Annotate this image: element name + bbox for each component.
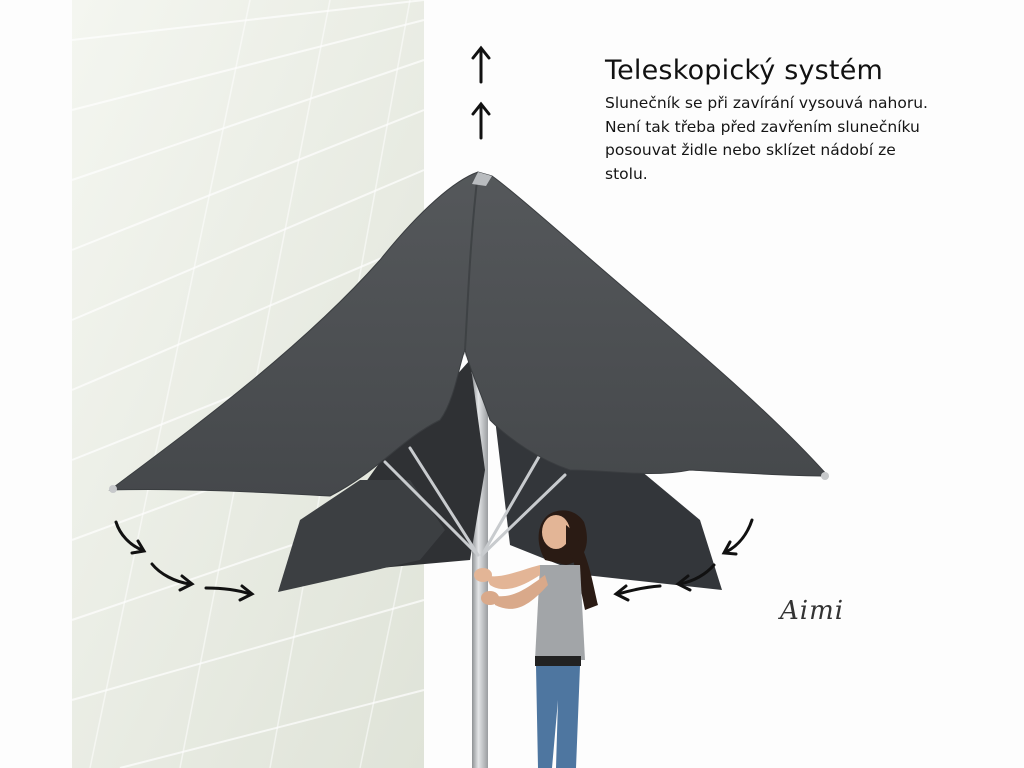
curved-arrow-icon bbox=[613, 584, 662, 602]
canopy-tip-left bbox=[109, 485, 117, 493]
caption-line: stolu. bbox=[605, 164, 648, 183]
curved-arrow-icon bbox=[114, 520, 147, 555]
up-arrow-icon bbox=[471, 45, 491, 84]
curved-arrow-icon bbox=[204, 584, 255, 602]
pole-lower bbox=[472, 560, 488, 768]
curved-arrow-icon bbox=[721, 518, 754, 556]
caption-line: posouvat židle nebo sklízet nádobí ze bbox=[605, 141, 896, 159]
canopy-top-cap bbox=[472, 172, 492, 186]
canopy-tip-right bbox=[821, 472, 829, 480]
caption-description: Slunečník se při zavírání vysouvá nahoru… bbox=[605, 92, 965, 186]
woman-figure bbox=[485, 510, 598, 768]
woman-hands bbox=[474, 568, 499, 605]
brand-signature: Aimi bbox=[780, 596, 845, 626]
up-arrow-icon bbox=[471, 101, 491, 140]
canopy-fold-line bbox=[464, 171, 479, 351]
caption-line: Není tak třeba před zavřením slunečníku bbox=[605, 117, 920, 136]
umbrella-canopy bbox=[108, 171, 830, 497]
curved-arrow-icon bbox=[675, 563, 716, 592]
caption-title: Teleskopický systém bbox=[605, 55, 884, 86]
caption-line: Slunečník se při zavírání vysouvá nahoru… bbox=[605, 94, 928, 112]
curved-arrow-icon bbox=[150, 562, 195, 592]
